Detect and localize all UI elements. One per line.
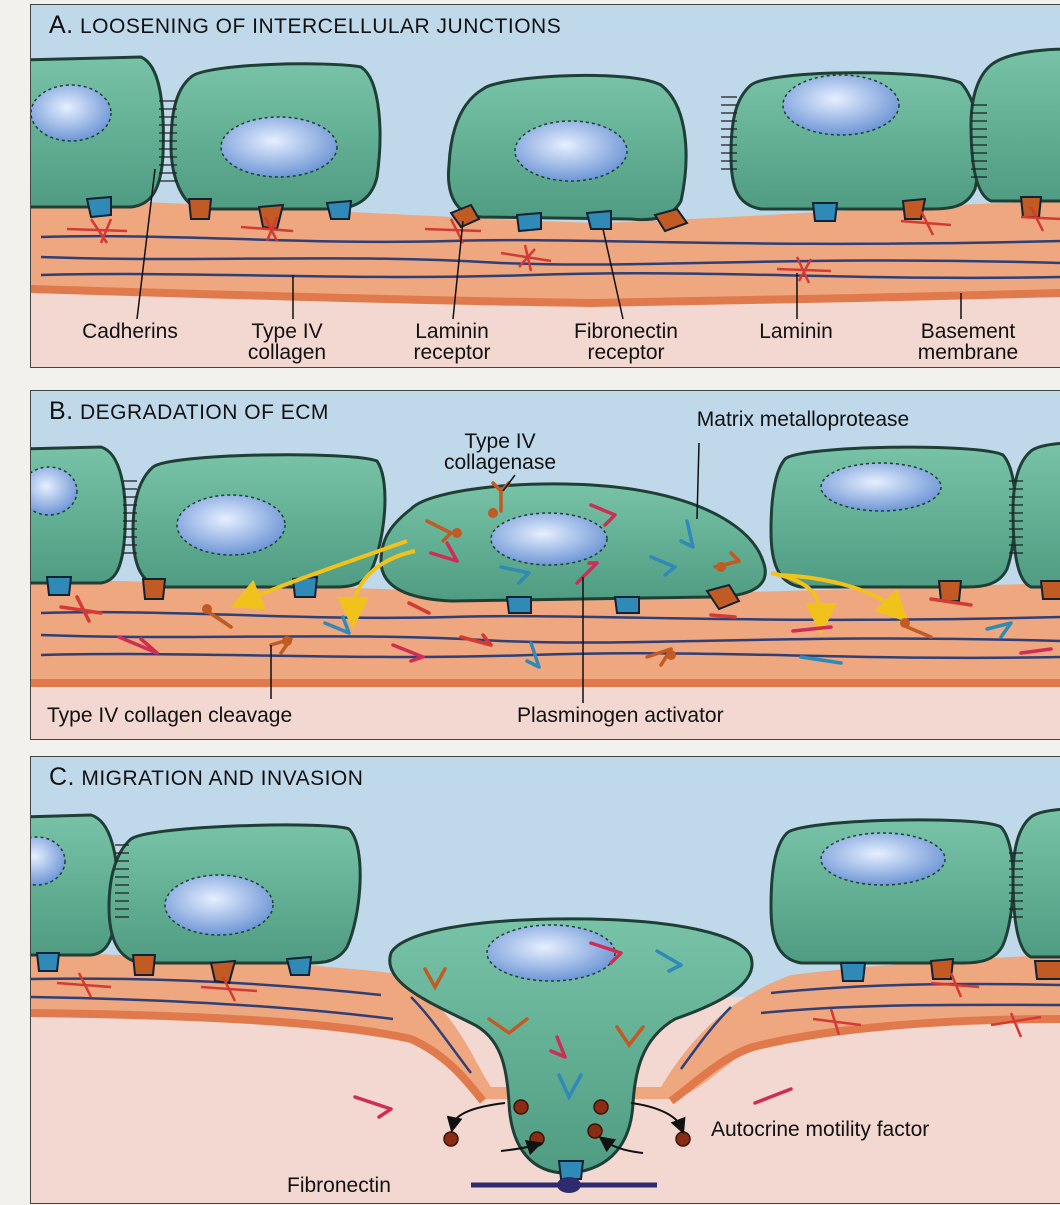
panel-c: C. MIGRATION AND INVASION Autocrine moti… bbox=[30, 756, 1060, 1204]
nucleus bbox=[515, 121, 627, 181]
nucleus bbox=[783, 75, 899, 135]
fibronectin-receptor bbox=[87, 197, 111, 217]
label-laminin: Laminin bbox=[731, 321, 861, 342]
label-fibronectin: Fibronectin bbox=[287, 1175, 391, 1196]
panel-a-illustration bbox=[31, 5, 1060, 367]
label-basement-membrane: Basement membrane bbox=[883, 321, 1053, 363]
panel-b-title: B. DEGRADATION OF ECM bbox=[49, 397, 329, 426]
fibronectin-receptor bbox=[327, 201, 351, 219]
laminin-receptor bbox=[903, 199, 925, 219]
nucleus bbox=[821, 463, 941, 511]
label-fibronectin-receptor: Fibronectin receptor bbox=[537, 321, 715, 363]
label-autocrine-motility-factor: Autocrine motility factor bbox=[711, 1119, 1011, 1140]
panel-title-text: LOOSENING OF INTERCELLULAR JUNCTIONS bbox=[80, 15, 561, 38]
nucleus bbox=[31, 85, 111, 141]
label-type-iv-collagen-cleavage: Type IV collagen cleavage bbox=[47, 705, 292, 726]
fibronectin-receptor bbox=[517, 213, 541, 231]
epithelial-cell bbox=[31, 815, 117, 955]
nucleus bbox=[491, 513, 607, 565]
label-type-iv-collagenase: Type IV collagenase bbox=[415, 431, 585, 473]
label-matrix-metalloprotease: Matrix metalloprotease bbox=[623, 409, 983, 430]
nucleus bbox=[821, 833, 945, 885]
panel-b: B. DEGRADATION OF ECM Type IV collagenas… bbox=[30, 390, 1060, 740]
label-plasminogen-activator: Plasminogen activator bbox=[517, 705, 724, 726]
panel-c-title: C. MIGRATION AND INVASION bbox=[49, 763, 363, 792]
nucleus bbox=[165, 875, 273, 935]
nucleus bbox=[177, 495, 285, 555]
nucleus bbox=[221, 117, 337, 177]
panel-letter: C. bbox=[49, 763, 75, 791]
panel-a-title: A. LOOSENING OF INTERCELLULAR JUNCTIONS bbox=[49, 11, 561, 40]
panel-letter: A. bbox=[49, 11, 74, 39]
nucleus bbox=[487, 925, 615, 981]
panel-letter: B. bbox=[49, 397, 74, 425]
epithelial-cell bbox=[1013, 443, 1060, 587]
epithelial-cell bbox=[1013, 809, 1060, 957]
epithelial-cell bbox=[971, 49, 1060, 201]
label-type-iv-collagen: Type IV collagen bbox=[227, 321, 347, 363]
panel-title-text: MIGRATION AND INVASION bbox=[81, 767, 363, 790]
laminin-receptor bbox=[189, 199, 211, 219]
nucleus bbox=[31, 467, 77, 515]
panel-title-text: DEGRADATION OF ECM bbox=[80, 401, 329, 424]
panel-a: A. LOOSENING OF INTERCELLULAR JUNCTIONS … bbox=[30, 4, 1060, 368]
label-laminin-receptor: Laminin receptor bbox=[389, 321, 515, 363]
label-cadherins: Cadherins bbox=[45, 321, 215, 342]
fibronectin-receptor bbox=[587, 211, 611, 229]
fibronectin-receptor bbox=[813, 203, 837, 221]
